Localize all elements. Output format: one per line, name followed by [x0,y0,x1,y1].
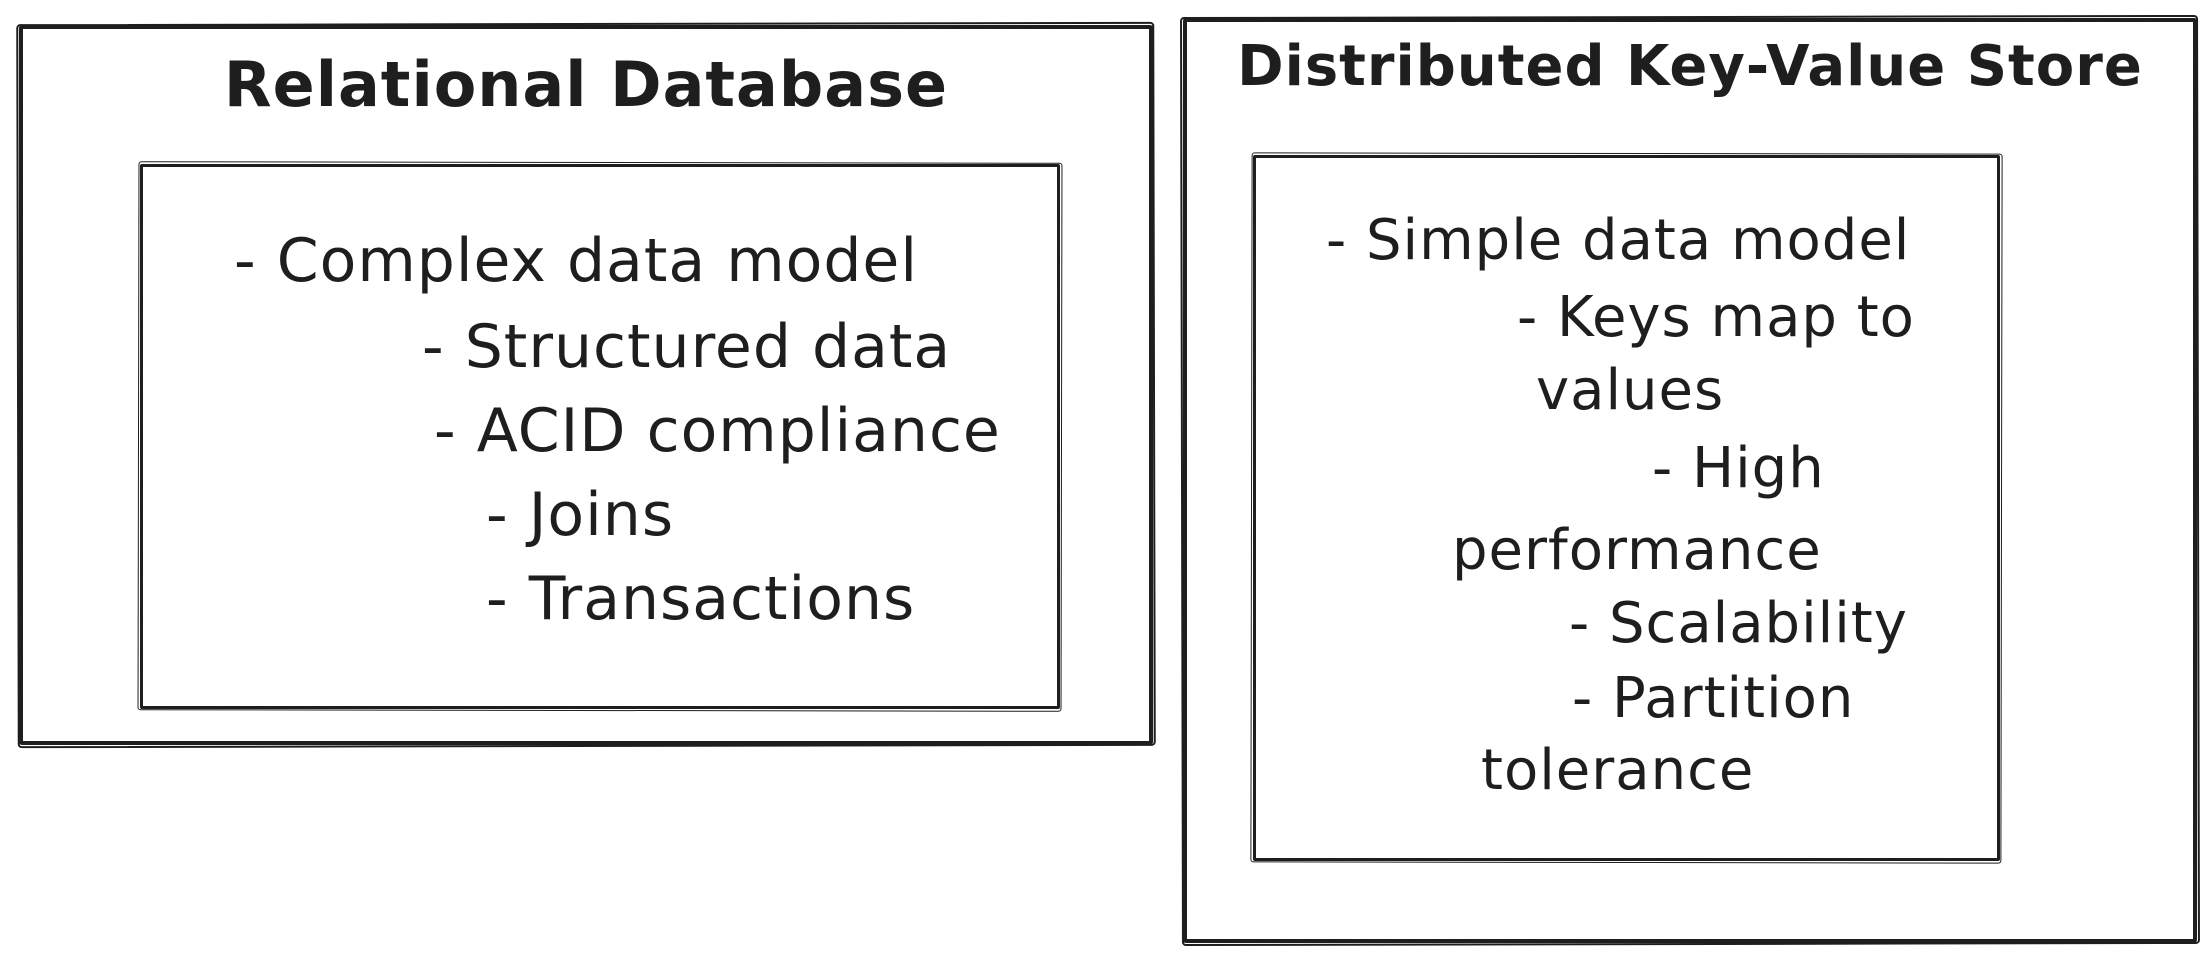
relational-database-inner-box: - Complex data model - Structured data -… [140,164,1060,709]
list-line: - Joins [486,480,675,550]
list-line: values [1536,358,1725,423]
list-line: - Partition [1572,666,1855,731]
key-value-store-box: Distributed Key-Value Store - Simple dat… [1183,18,2197,943]
list-line: - Complex data model [234,226,919,296]
list-line: - Keys map to [1517,285,1915,350]
list-line: performance [1452,518,1822,583]
key-value-store-title: Distributed Key-Value Store [1237,34,2143,99]
relational-database-box: Relational Database - Complex data model… [19,25,1153,745]
list-line: - Transactions [486,564,916,634]
list-line: - Scalability [1569,591,1908,656]
list-line: tolerance [1481,738,1755,803]
list-line: - ACID compliance [434,396,1001,466]
key-value-store-inner-box: - Simple data model - Keys map to values… [1253,155,2000,861]
list-line: - Simple data model [1326,208,1911,273]
list-line: - High [1652,436,1825,501]
list-line: - Structured data [422,312,952,382]
relational-database-title: Relational Database [223,48,949,121]
